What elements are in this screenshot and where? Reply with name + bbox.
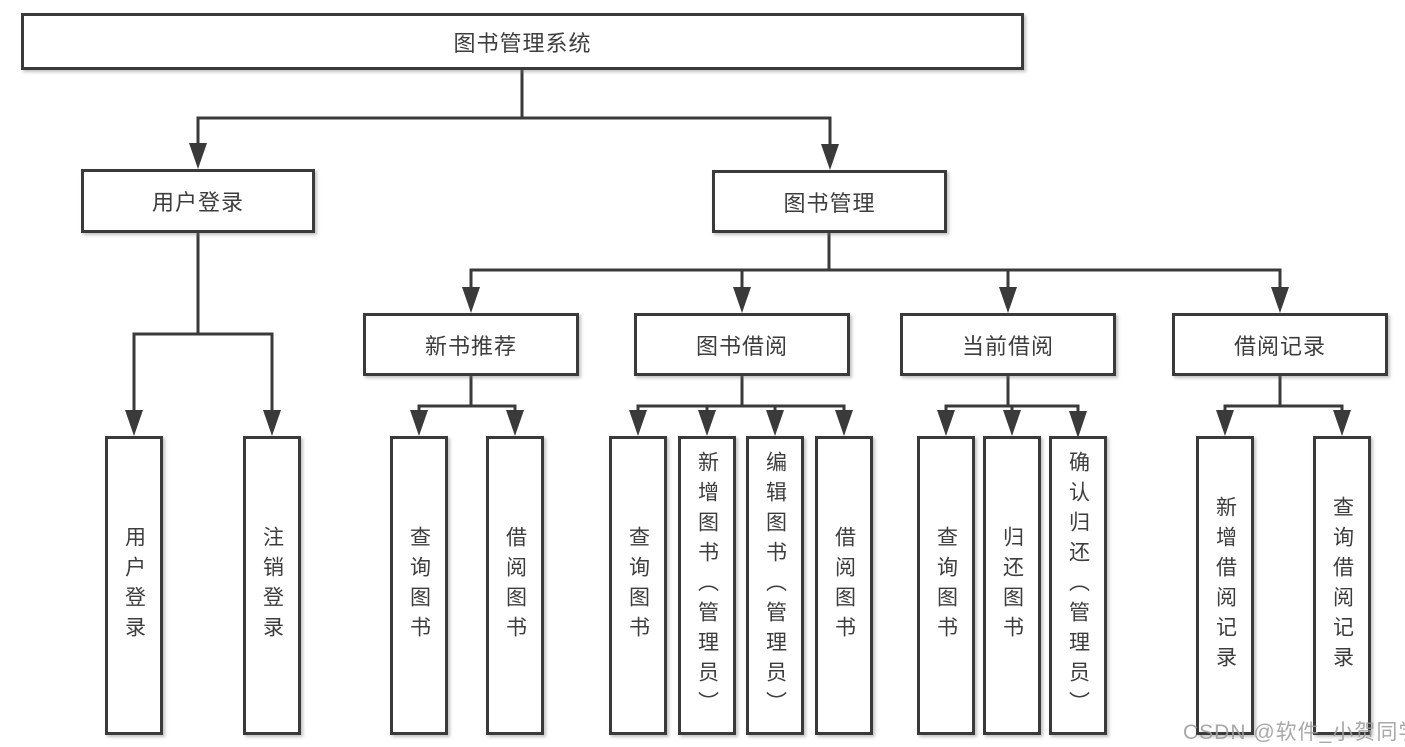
- leaf-edit-book-admin: 编辑图书（管理员）: [746, 436, 804, 735]
- leaf-query-book-borrowing-label: 查询图书: [626, 525, 650, 646]
- connector-borrow-record-to-leaves: [1216, 376, 1351, 436]
- node-root-label: 图书管理系统: [453, 30, 592, 56]
- leaf-add-borrow-record-label: 新增借阅记录: [1213, 495, 1237, 676]
- node-borrowing-records-label: 借阅记录: [1233, 333, 1326, 359]
- leaf-borrow-book-newbook-label: 借阅图书: [503, 525, 527, 646]
- leaf-query-book-borrowing: 查询图书: [609, 436, 667, 735]
- connector-book-mgmt-to-level3: [462, 233, 1289, 313]
- leaf-borrow-book-newbook: 借阅图书: [486, 436, 544, 735]
- node-book-borrowing-label: 图书借阅: [695, 333, 788, 359]
- leaf-query-borrow-record-label: 查询借阅记录: [1330, 495, 1354, 676]
- leaf-borrow-book-borrowing-label: 借阅图书: [832, 525, 856, 646]
- leaf-logout-label: 注销登录: [260, 525, 284, 646]
- node-current-borrowing: 当前借阅: [900, 313, 1116, 376]
- node-user-login: 用户登录: [81, 169, 315, 233]
- connector-user-login-to-leaves: [125, 233, 281, 436]
- leaf-logout: 注销登录: [243, 436, 301, 735]
- connector-root-to-level2: [189, 70, 839, 170]
- leaf-user-login-label: 用户登录: [122, 525, 146, 646]
- leaf-query-book-newbook: 查询图书: [390, 436, 448, 735]
- connector-current-borrow-to-leaves: [937, 376, 1087, 438]
- leaf-borrow-book-borrowing: 借阅图书: [815, 436, 873, 735]
- leaf-edit-book-admin-label: 编辑图书（管理员）: [763, 450, 787, 721]
- leaf-query-borrow-record: 查询借阅记录: [1313, 436, 1371, 735]
- node-book-management-label: 图书管理: [783, 190, 876, 216]
- node-book-borrowing: 图书借阅: [634, 313, 850, 376]
- leaf-return-book: 归还图书: [983, 436, 1041, 735]
- leaf-add-borrow-record: 新增借阅记录: [1196, 436, 1254, 735]
- leaf-query-book-newbook-label: 查询图书: [407, 525, 431, 646]
- leaf-query-book-current-label: 查询图书: [934, 525, 958, 646]
- leaf-user-login: 用户登录: [105, 436, 163, 735]
- node-new-book-recommend-label: 新书推荐: [424, 333, 517, 359]
- node-user-login-label: 用户登录: [151, 190, 244, 215]
- csdn-watermark: CSDN @软件_小贺同学: [1183, 721, 1405, 744]
- node-borrowing-records: 借阅记录: [1172, 313, 1388, 376]
- node-current-borrowing-label: 当前借阅: [961, 333, 1054, 359]
- node-new-book-recommend: 新书推荐: [363, 313, 579, 376]
- leaf-return-book-label: 归还图书: [1000, 525, 1024, 646]
- node-book-management: 图书管理: [712, 170, 947, 233]
- leaf-add-book-admin-label: 新增图书（管理员）: [695, 450, 719, 721]
- leaf-query-book-current: 查询图书: [917, 436, 975, 735]
- leaf-add-book-admin: 新增图书（管理员）: [678, 436, 736, 735]
- connector-new-book-to-leaves: [410, 376, 524, 436]
- leaf-confirm-return-admin-label: 确认归还（管理员）: [1066, 450, 1090, 721]
- leaf-confirm-return-admin: 确认归还（管理员）: [1049, 436, 1107, 735]
- node-root-system: 图书管理系统: [21, 13, 1024, 70]
- connector-book-borrow-to-leaves: [629, 376, 853, 436]
